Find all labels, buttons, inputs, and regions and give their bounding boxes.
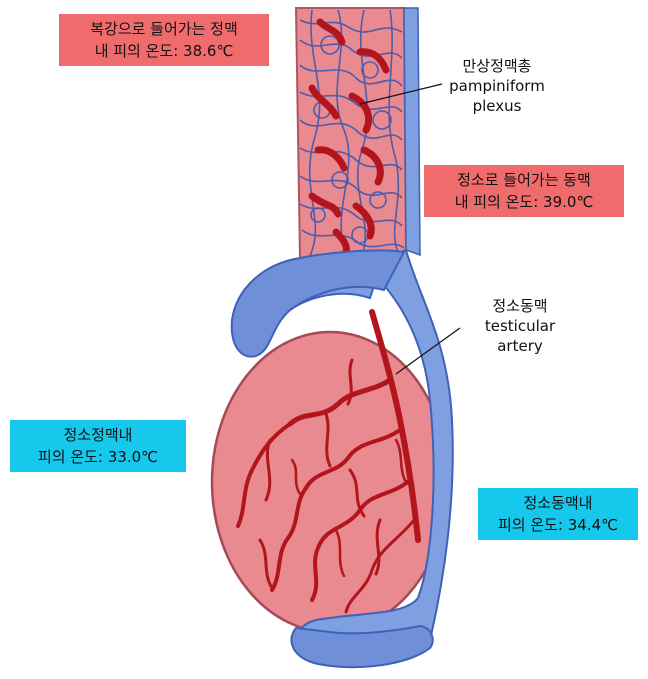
testicular-artery-line1: 정소동맥내: [478, 492, 638, 514]
vein-abdomen-line1: 복강으로 들어가는 정맥: [59, 18, 269, 40]
epididymis-tail: [291, 626, 432, 667]
testicular-vein-line1: 정소정맥내: [10, 424, 186, 446]
artery-testis-line2: 내 피의 온도: 39.0℃: [424, 191, 624, 213]
testicular-vein-line2: 피의 온도: 33.0℃: [10, 446, 186, 468]
testicular-artery-korean: 정소동맥: [460, 296, 580, 316]
pampiniform-plexus-label: 만상정맥총 pampiniform plexus: [432, 56, 562, 116]
pampiniform-english-1: pampiniform: [432, 76, 562, 96]
testicular-vein-temperature-callout: 정소정맥내 피의 온도: 33.0℃: [10, 420, 186, 472]
vein-abdomen-temperature-callout: 복강으로 들어가는 정맥 내 피의 온도: 38.6℃: [59, 14, 269, 66]
artery-testis-temperature-callout: 정소로 들어가는 동맥 내 피의 온도: 39.0℃: [424, 165, 624, 217]
testicular-artery-label: 정소동맥 testicular artery: [460, 296, 580, 356]
artery-testis-line1: 정소로 들어가는 동맥: [424, 169, 624, 191]
pampiniform-english-2: plexus: [432, 96, 562, 116]
pampiniform-korean: 만상정맥총: [432, 56, 562, 76]
testicular-artery-english-2: artery: [460, 336, 580, 356]
testicular-artery-temperature-callout: 정소동맥내 피의 온도: 34.4℃: [478, 488, 638, 540]
testicular-artery-english-1: testicular: [460, 316, 580, 336]
testicular-artery-line2: 피의 온도: 34.4℃: [478, 514, 638, 536]
vein-abdomen-line2: 내 피의 온도: 38.6℃: [59, 40, 269, 62]
